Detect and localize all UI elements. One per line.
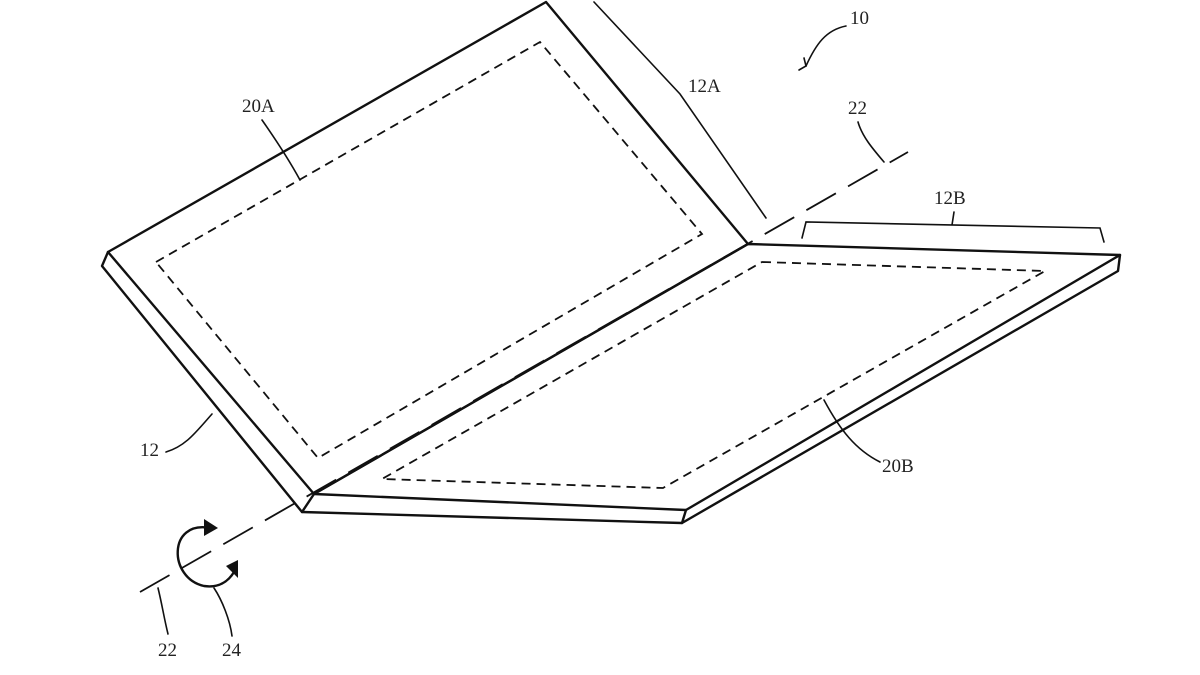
leader-24 xyxy=(213,587,233,637)
ref-22-lower-label: 22 xyxy=(158,640,177,661)
ref-12b-label: 12B xyxy=(934,188,966,209)
ref-20a-label: 20A xyxy=(242,96,275,117)
ref-20b-label: 20B xyxy=(882,456,914,477)
ref-10-label: 10 xyxy=(850,8,869,29)
leader-12a xyxy=(593,1,767,219)
leader-22-upper xyxy=(857,121,885,163)
leader-10 xyxy=(805,25,847,67)
display-20a-outline xyxy=(154,40,704,460)
ref-12a-label: 12A xyxy=(688,76,721,97)
brace-12b xyxy=(801,211,1105,243)
leader-22-lower xyxy=(157,587,169,635)
upper-panel xyxy=(100,0,750,514)
ref-22-upper-label: 22 xyxy=(848,98,867,119)
leader-10-arrowhead xyxy=(798,57,807,71)
leader-12 xyxy=(165,413,213,453)
ref-24-label: 24 xyxy=(222,640,242,661)
leader-20b xyxy=(823,399,881,463)
lower-panel xyxy=(300,242,1122,525)
rotation-arrow-icon xyxy=(176,519,238,588)
display-20b-outline xyxy=(378,261,1049,489)
ref-12-label: 12 xyxy=(140,440,159,461)
leader-20a xyxy=(261,119,301,181)
